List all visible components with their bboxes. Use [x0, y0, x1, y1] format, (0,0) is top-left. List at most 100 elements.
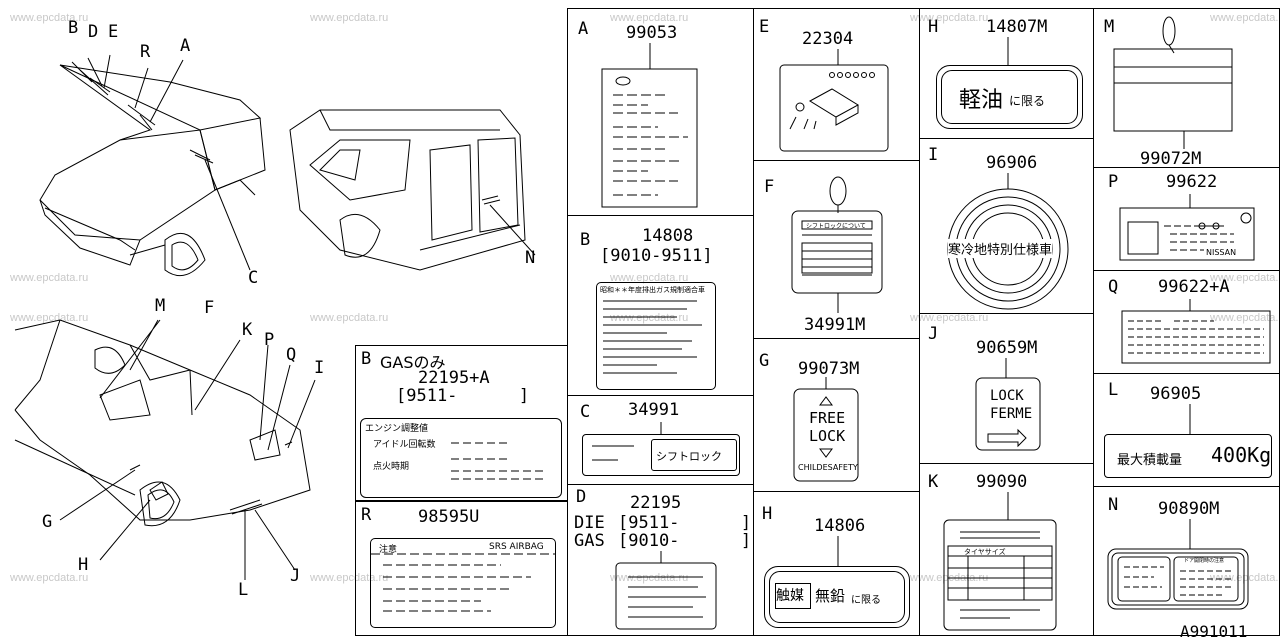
label-cell-r: R 98595U 注意 SRS AIRBAG	[355, 501, 568, 636]
cold-region-text: 寒冷地特別仕様車	[948, 239, 1053, 258]
cell-letter: G	[759, 351, 770, 371]
gas-range: [9010- ]	[618, 531, 752, 551]
free-text: FREE	[809, 409, 846, 427]
label-illustration: エンジン調整値 アイドル回転数 点火時期	[360, 418, 562, 498]
label-illustration: 最大積載量 400Kg	[1104, 434, 1272, 478]
label-illustration: 触媒 無鉛 に限る	[764, 566, 910, 628]
callout-label: F	[204, 298, 215, 318]
part-number: 96906	[986, 153, 1038, 173]
watermark: www.epcdata.ru	[1210, 312, 1280, 324]
lock-text: LOCK	[990, 388, 1024, 404]
label-cell-b-gas: B GASのみ 22195+A [9511- ] エンジン調整値 アイドル回転数…	[355, 345, 568, 501]
child-safety-text: CHILDESAFETY	[798, 463, 858, 472]
door-notice-text: ドア開閉時の注意	[1184, 558, 1225, 564]
watermark: www.epcdata.ru	[310, 12, 389, 24]
watermark: www.epcdata.ru	[910, 12, 989, 24]
cell-letter: L	[1108, 380, 1119, 400]
shift-lock-box: シフトロック	[651, 439, 737, 471]
callout-label: G	[42, 512, 53, 532]
cell-title: GASのみ	[380, 353, 446, 372]
cell-letter: I	[928, 145, 939, 165]
ferme-text: FERME	[990, 406, 1033, 422]
cell-letter: E	[759, 17, 770, 37]
shift-lock-text: シフトロック	[656, 450, 722, 463]
part-number: 90890M	[1158, 499, 1220, 519]
watermark: www.epcdata.ru	[10, 12, 89, 24]
cell-letter: N	[1108, 495, 1119, 515]
part-number: 22195+A	[418, 368, 490, 388]
tag-title: シフトロックについて	[806, 223, 866, 230]
part-number: 34991M	[804, 315, 866, 335]
watermark: www.epcdata.ru	[610, 12, 689, 24]
label-header: エンジン調整値	[365, 424, 429, 434]
callout-label: Q	[286, 345, 297, 365]
max-load-text: 最大積載量	[1117, 453, 1183, 468]
cell-letter: F	[764, 177, 775, 197]
label-row: アイドル回転数	[373, 440, 436, 450]
part-number: 99090	[976, 472, 1028, 492]
cell-letter: J	[928, 324, 939, 344]
label-cell-b: B 14808 [9010-9511] 昭和＊＊年度排出ガス規制適合車	[567, 215, 754, 396]
cell-letter: K	[928, 472, 939, 492]
part-number: 22195	[630, 493, 682, 513]
diesel-text: 軽油	[959, 88, 1004, 113]
part-number: 99072M	[1140, 149, 1202, 169]
cell-letter: H	[928, 17, 939, 37]
watermark: www.epcdata.ru	[610, 272, 689, 284]
watermark: www.epcdata.ru	[910, 312, 989, 324]
callout-label: I	[314, 358, 325, 378]
callout-label: D	[88, 22, 99, 42]
watermark: www.epcdata.ru	[310, 312, 389, 324]
part-number: 90659M	[976, 338, 1038, 358]
label-illustration: 昭和＊＊年度排出ガス規制適合車	[596, 282, 716, 390]
label-cell-q: Q 99622+A	[1093, 270, 1280, 374]
label-illustration: 軽油 に限る	[936, 65, 1083, 129]
cell-letter: P	[1108, 172, 1119, 192]
cell-letter: A	[578, 19, 589, 39]
cell-letter: B	[580, 230, 591, 250]
callout-label: J	[290, 566, 301, 586]
catalyst-text: 触媒	[776, 588, 804, 604]
part-number: 99053	[626, 23, 678, 43]
vehicle-drawings	[14, 54, 536, 580]
year-range: [9511- ]	[396, 386, 530, 406]
label-cell-j: J 90659M LOCK FERME	[919, 313, 1094, 464]
part-number: 99622+A	[1158, 277, 1230, 297]
die-label: DIE	[574, 513, 605, 533]
callout-label: E	[108, 22, 119, 42]
watermark: www.epcdata.ru	[1210, 272, 1280, 284]
label-illustration: シフトロック	[582, 434, 740, 476]
only-text: に限る	[1009, 94, 1046, 108]
part-number: 22304	[802, 29, 854, 49]
callout-label: A	[180, 36, 191, 56]
part-number: 98595U	[418, 507, 480, 527]
callout-label: M	[155, 296, 166, 316]
label-cell-a: A 99053	[567, 8, 754, 216]
airbag-text: SRS AIRBAG	[489, 542, 544, 552]
callout-label: K	[242, 320, 253, 340]
label-cell-i: I 96906 寒冷地特別仕様車	[919, 138, 1094, 314]
watermark: www.epcdata.ru	[10, 572, 89, 584]
part-number: 99073M	[798, 359, 860, 379]
callout-label: N	[525, 248, 536, 268]
year-range: [9010-9511]	[600, 246, 713, 266]
figure-id: A991011	[1180, 622, 1248, 641]
label-cell-p: P 99622 NISSAN	[1093, 167, 1280, 271]
watermark: www.epcdata.ru	[10, 272, 89, 284]
label-cell-h: H 14807M 軽油 に限る	[919, 8, 1094, 139]
callout-label: H	[78, 555, 89, 575]
cell-letter: D	[576, 487, 587, 507]
part-number: 99622	[1166, 172, 1218, 192]
callout-label: L	[238, 580, 249, 600]
cell-letter: H	[762, 504, 773, 524]
tire-size-text: タイヤサイズ	[964, 548, 1006, 556]
label-cell-e: E 22304	[753, 8, 920, 161]
die-range: [9511- ]	[618, 513, 752, 533]
watermark: www.epcdata.ru	[1210, 12, 1280, 24]
caution-text: 注意	[379, 545, 398, 555]
lock-text: LOCK	[809, 427, 846, 445]
watermark: www.epcdata.ru	[610, 572, 689, 584]
gas-label: GAS	[574, 531, 605, 551]
cell-letter: Q	[1108, 277, 1119, 297]
watermark: www.epcdata.ru	[1210, 572, 1280, 584]
